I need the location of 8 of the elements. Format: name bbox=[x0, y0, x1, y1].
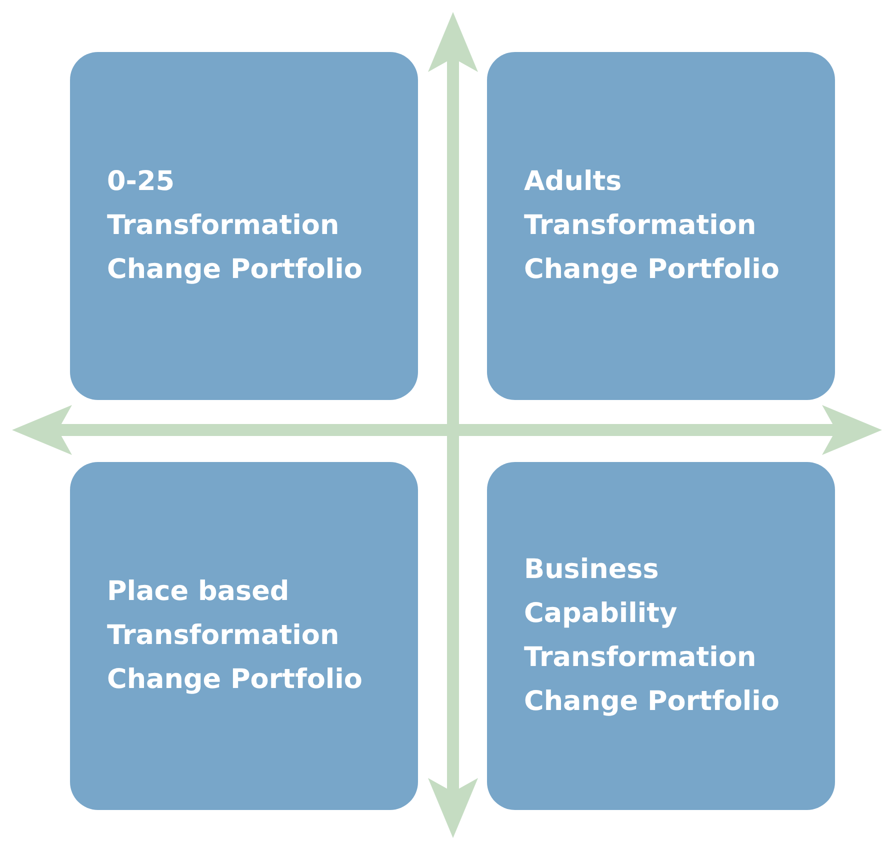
box-label: Business Capability Transformation Change Portfolio bbox=[524, 553, 780, 719]
quadrant-box bbox=[487, 52, 835, 400]
box-label: Place based Transformation Change Portfolio bbox=[107, 575, 364, 697]
quadrant-box bbox=[487, 462, 835, 810]
quadrant-box bbox=[70, 52, 418, 400]
quadrant-box bbox=[70, 462, 418, 810]
box-label: Adults Transformation Change Portfolio bbox=[524, 165, 780, 287]
box-label: 0-25 Transformation Change Portfolio bbox=[107, 165, 364, 287]
